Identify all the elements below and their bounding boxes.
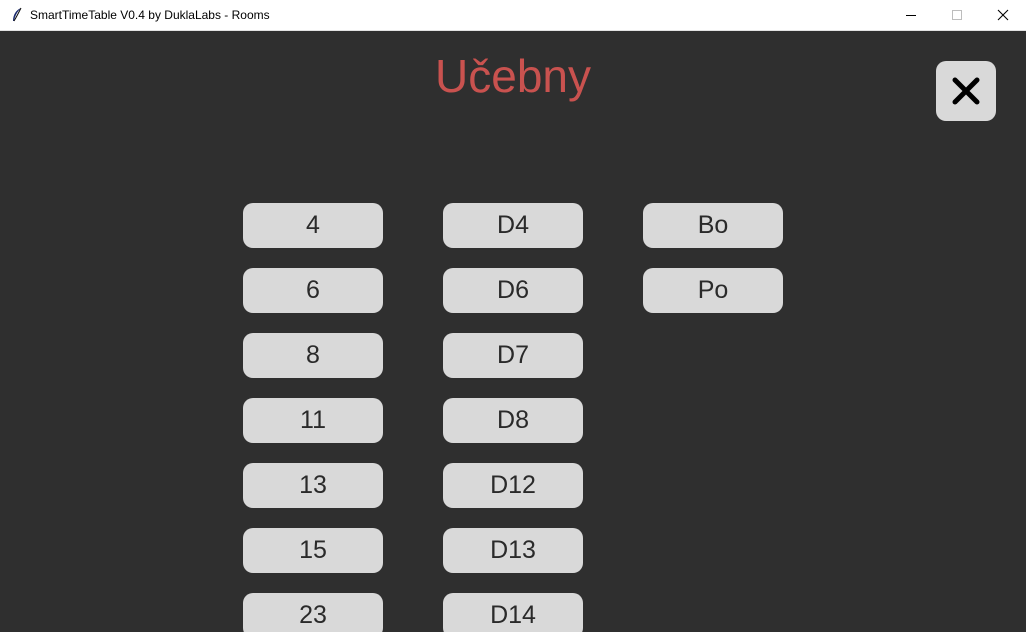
room-button-15[interactable]: 15 xyxy=(243,528,383,573)
room-button-8[interactable]: 8 xyxy=(243,333,383,378)
title-bar[interactable]: SmartTimeTable V0.4 by DuklaLabs - Rooms xyxy=(0,0,1026,31)
window-title: SmartTimeTable V0.4 by DuklaLabs - Rooms xyxy=(30,8,270,22)
feather-icon xyxy=(10,7,24,23)
page-title: Učebny xyxy=(435,50,591,102)
room-button-4[interactable]: 4 xyxy=(243,203,383,248)
room-button-d14[interactable]: D14 xyxy=(443,593,583,632)
room-button-d6[interactable]: D6 xyxy=(443,268,583,313)
rooms-column-1: 4 6 8 11 13 15 23 xyxy=(243,203,383,632)
close-icon xyxy=(997,9,1009,21)
minimize-icon xyxy=(906,15,916,16)
maximize-button[interactable] xyxy=(934,0,980,30)
room-button-d7[interactable]: D7 xyxy=(443,333,583,378)
room-button-23[interactable]: 23 xyxy=(243,593,383,632)
close-screen-button[interactable] xyxy=(936,61,996,121)
window-close-button[interactable] xyxy=(980,0,1026,30)
close-x-icon xyxy=(952,77,980,105)
room-button-6[interactable]: 6 xyxy=(243,268,383,313)
maximize-icon xyxy=(952,10,962,20)
room-button-d4[interactable]: D4 xyxy=(443,203,583,248)
room-button-bo[interactable]: Bo xyxy=(643,203,783,248)
room-button-d12[interactable]: D12 xyxy=(443,463,583,508)
rooms-column-3: Bo Po xyxy=(643,203,783,333)
room-button-d8[interactable]: D8 xyxy=(443,398,583,443)
room-button-11[interactable]: 11 xyxy=(243,398,383,443)
room-button-13[interactable]: 13 xyxy=(243,463,383,508)
rooms-column-2: D4 D6 D7 D8 D12 D13 D14 xyxy=(443,203,583,632)
room-button-po[interactable]: Po xyxy=(643,268,783,313)
minimize-button[interactable] xyxy=(888,0,934,30)
rooms-screen: Učebny 4 6 8 11 13 15 23 D4 D6 D7 D8 D12… xyxy=(0,31,1026,632)
room-button-d13[interactable]: D13 xyxy=(443,528,583,573)
